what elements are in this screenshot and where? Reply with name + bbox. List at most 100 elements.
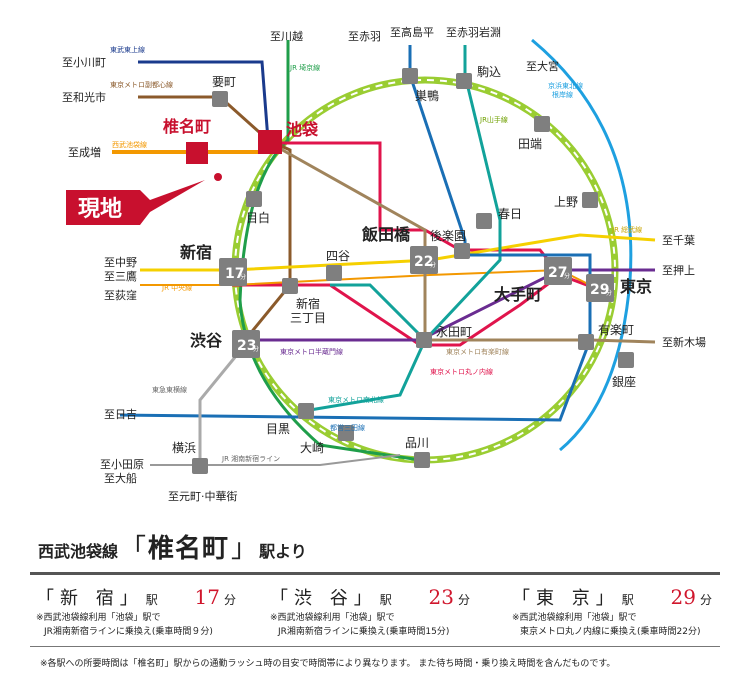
station-kasuga (476, 213, 492, 229)
svg-text:至赤羽岩淵: 至赤羽岩淵 (446, 25, 501, 39)
svg-text:後楽園: 後楽園 (430, 229, 466, 243)
svg-text:春日: 春日 (498, 207, 522, 221)
station-name: 椎名町 (148, 534, 230, 564)
svg-text:分: 分 (430, 261, 436, 269)
svg-text:目白: 目白 (246, 210, 270, 225)
label-shiinamachi: 椎名町 (163, 117, 211, 136)
svg-text:飯田橋: 飯田橋 (361, 225, 411, 244)
station-osaki (338, 425, 354, 441)
svg-text:永田町: 永田町 (436, 325, 472, 339)
svg-text:至元町·中華街: 至元町·中華街 (168, 489, 238, 503)
svg-text:渋谷: 渋谷 (190, 331, 223, 350)
marunouchi-line (232, 141, 601, 347)
current-location-label: 現地 (78, 196, 122, 222)
station-ginza (618, 352, 634, 368)
svg-text:上野: 上野 (554, 195, 578, 209)
mita-line (119, 45, 592, 422)
svg-text:京浜東北線根岸線: 京浜東北線根岸線 (548, 81, 583, 99)
svg-text:至高島平: 至高島平 (390, 25, 434, 39)
hanzomon-line (245, 268, 655, 342)
station-shinjuku-sanchome (282, 278, 298, 294)
station-yurakucho (578, 334, 594, 350)
station-ueno (582, 192, 598, 208)
svg-text:東京メトロ半蔵門線: 東京メトロ半蔵門線 (280, 347, 343, 356)
svg-text:駒込: 駒込 (477, 65, 501, 79)
svg-text:四谷: 四谷 (326, 249, 350, 263)
station-yokohama (192, 458, 208, 474)
svg-text:新宿三丁目: 新宿三丁目 (290, 296, 326, 325)
marker-tokyo: 29 分 (586, 274, 614, 302)
station-komagome (456, 73, 472, 89)
svg-text:至小田原: 至小田原 (100, 458, 144, 471)
station-meguro (298, 403, 314, 419)
svg-text:銀座: 銀座 (612, 374, 636, 389)
svg-text:都営三田線: 都営三田線 (330, 423, 365, 432)
svg-text:大崎: 大崎 (300, 441, 324, 455)
svg-text:目黒: 目黒 (266, 422, 290, 436)
footnote: ※各駅への所要時間は「椎名町」駅からの通勤ラッシュ時の目安で時間帯により異なりま… (40, 659, 616, 669)
station-shiinamachi (186, 142, 208, 164)
svg-text:東武東上線: 東武東上線 (110, 45, 145, 54)
toyoko-line (198, 344, 247, 465)
svg-text:至川越: 至川越 (270, 29, 303, 43)
destination-tokyo: 「 東 京 」 駅 29 分 ※西武池袋線利用「池袋」駅で 東京メトロ丸ノ内線に… (512, 585, 712, 637)
svg-text:分: 分 (564, 272, 570, 280)
station-nagatacho (416, 332, 432, 348)
svg-text:分: 分 (606, 289, 612, 297)
svg-text:分: 分 (253, 345, 259, 353)
svg-text:29: 29 (590, 282, 609, 298)
station-sugamo (402, 68, 418, 84)
svg-text:至千葉: 至千葉 (662, 233, 695, 247)
svg-text:至大船: 至大船 (104, 471, 137, 485)
svg-text:有楽町: 有楽町 (598, 323, 634, 337)
station-shinagawa (414, 452, 430, 468)
svg-text:23: 23 (237, 338, 256, 354)
svg-text:東急東横線: 東急東横線 (152, 385, 187, 394)
svg-text:22: 22 (414, 254, 433, 270)
svg-text:17: 17 (225, 266, 244, 282)
svg-text:西武池袋線: 西武池袋線 (112, 140, 147, 149)
svg-text:JR山手線: JR山手線 (479, 115, 508, 124)
svg-text:JR 埼京線: JR 埼京線 (289, 63, 320, 72)
svg-text:至和光市: 至和光市 (62, 90, 106, 104)
tobu-tojo-line (138, 60, 270, 141)
svg-text:大手町: 大手町 (494, 285, 542, 304)
chuo-line (140, 233, 656, 272)
svg-text:至小川町: 至小川町 (62, 56, 106, 69)
svg-text:横浜: 横浜 (172, 441, 196, 455)
svg-text:東京メトロ有楽町線: 東京メトロ有楽町線 (446, 347, 509, 356)
svg-text:JR 中央線: JR 中央線 (161, 283, 192, 292)
svg-text:巣鴨: 巣鴨 (415, 89, 439, 103)
svg-text:至三鷹: 至三鷹 (104, 269, 137, 283)
svg-text:東京メトロ南北線: 東京メトロ南北線 (328, 395, 384, 404)
marker-shibuya: 23 分 (232, 330, 260, 358)
destination-shibuya: 「 渋 谷 」 駅 23 分 ※西武池袋線利用「池袋」駅で JR湘南新宿ラインに… (270, 585, 470, 637)
svg-text:東京メトロ丸ノ内線: 東京メトロ丸ノ内線 (430, 367, 493, 376)
svg-text:東京: 東京 (620, 277, 652, 296)
marker-otemachi: 27 分 (544, 257, 572, 285)
svg-text:品川: 品川 (405, 436, 429, 450)
divider-bottom (30, 646, 720, 647)
svg-text:JR 湘南新宿ライン: JR 湘南新宿ライン (221, 454, 280, 463)
location-callout (66, 180, 205, 225)
svg-text:田端: 田端 (518, 137, 542, 151)
svg-text:至押上: 至押上 (662, 263, 695, 277)
saikyo-line (238, 40, 421, 462)
svg-text:至新木場: 至新木場 (662, 335, 706, 349)
svg-text:至中野: 至中野 (104, 256, 137, 269)
divider (30, 572, 720, 575)
svg-text:至成増: 至成増 (68, 146, 101, 159)
summary-heading: 西武池袋線 「 椎名町 」 駅より (38, 528, 307, 568)
route-map: 現地 17 分 23 分 22 分 27 分 (62, 25, 706, 503)
station-ikebukuro (258, 130, 282, 154)
svg-text:至大宮: 至大宮 (526, 59, 559, 73)
svg-text:分: 分 (240, 273, 246, 281)
svg-text:至荻窪: 至荻窪 (104, 288, 137, 302)
station-yotsuya (326, 265, 342, 281)
station-mejiro (246, 191, 262, 207)
svg-text:至赤羽: 至赤羽 (348, 30, 381, 43)
marker-iidabashi: 22 分 (410, 246, 438, 274)
svg-text:JR 総武線: JR 総武線 (611, 225, 642, 234)
svg-text:27: 27 (548, 265, 567, 281)
station-kanamecho (212, 91, 228, 107)
